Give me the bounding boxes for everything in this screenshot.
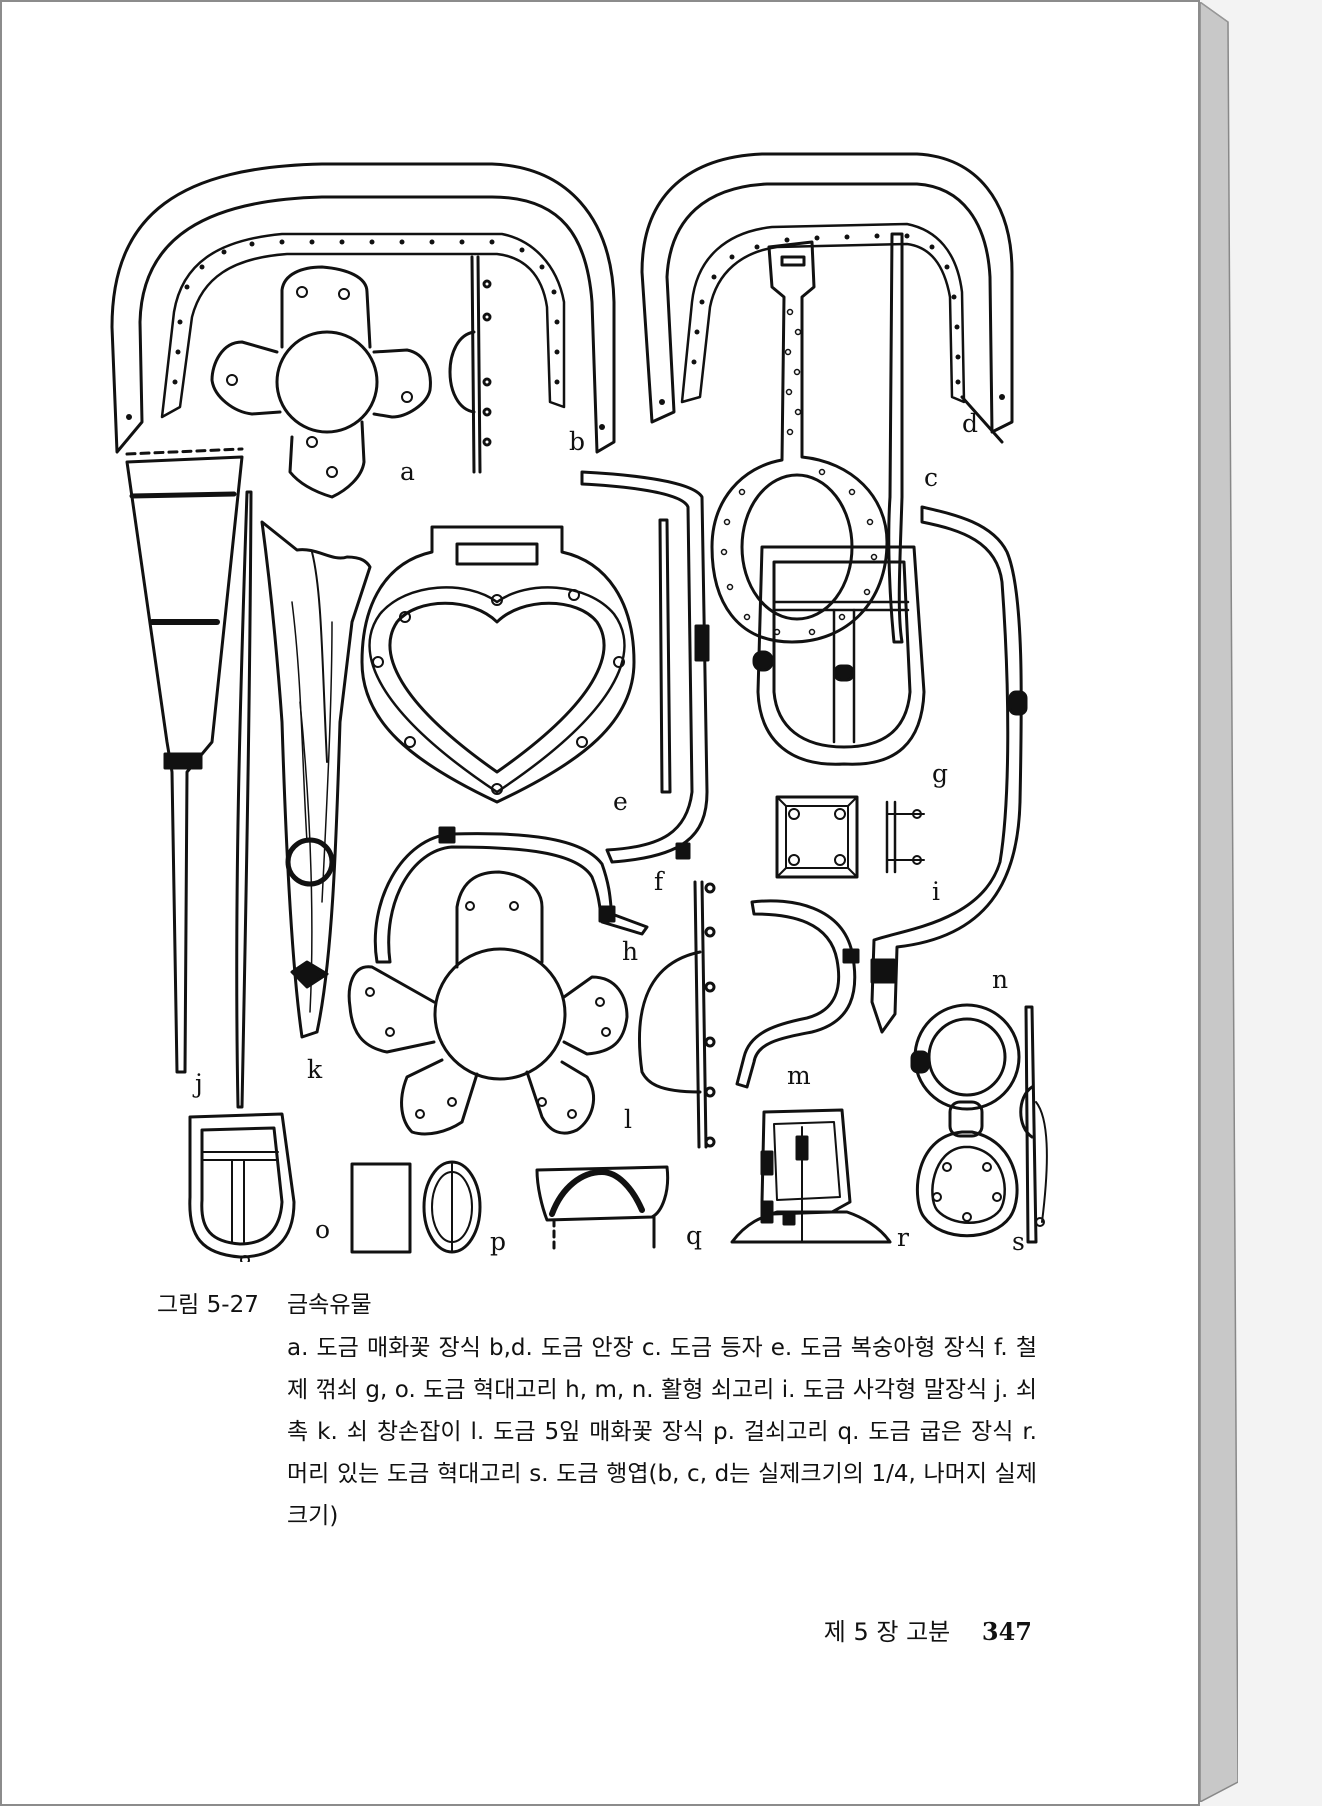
saddle-d-rivets (659, 233, 1005, 405)
book-page: a b c d e f g h i j k l m n o p q r s (0, 0, 1200, 1806)
stirrup-c-profile (887, 232, 904, 644)
headed-buckle-r-drawing (910, 1003, 1021, 1238)
five-petal-ornament-l-drawing (347, 870, 629, 1136)
page-stack-edge (1199, 0, 1239, 1804)
saddle-d-drawing (640, 152, 1014, 444)
page-number: 347 (981, 1617, 1032, 1646)
hook-n-drawing (870, 505, 1028, 1034)
label-c: c (924, 463, 938, 492)
rod-j-drawing (235, 490, 253, 1109)
label-i: i (932, 877, 940, 906)
headed-buckle-front-drawing (730, 1108, 892, 1244)
label-r: r (897, 1223, 909, 1252)
peach-ornament-e-profile (658, 518, 672, 794)
belt-buckle-o-drawing (188, 1112, 296, 1262)
ornament-a-profile (448, 255, 492, 474)
four-petal-rivets (226, 286, 413, 478)
stirrup-c-dots (720, 308, 878, 636)
page-footer: 제 5 장 고분 347 (2, 1612, 1032, 1647)
label-b: b (569, 427, 585, 456)
clasp-p-drawing (350, 1160, 482, 1254)
label-e: e (613, 787, 628, 816)
five-petal-rivets (365, 901, 611, 1119)
arrowhead-j-drawing (125, 447, 244, 1074)
label-s: s (1012, 1227, 1025, 1256)
hook-h-drawing (373, 826, 649, 964)
label-g: g (932, 759, 948, 788)
figure-description: a. 도금 매화꽃 장식 b,d. 도금 안장 c. 도금 등자 e. 도금 복… (287, 1335, 1037, 1529)
label-p: p (490, 1227, 506, 1256)
figure-labels: a b c d e f g h i j k l m n o p q r s (192, 409, 1025, 1256)
pendant-s-drawing (1019, 1005, 1048, 1244)
label-n: n (992, 965, 1008, 994)
label-m: m (787, 1061, 811, 1090)
curved-ornament-q-drawing (535, 1165, 670, 1254)
figure-plate: a b c d e f g h i j k l m n o p q r s (2, 2, 1202, 1262)
label-f: f (654, 867, 665, 896)
saddle-b-rivets (126, 239, 605, 430)
four-petal-ornament-a (210, 265, 432, 499)
five-petal-ornament-l-profile (638, 880, 716, 1149)
label-a: a (400, 457, 415, 486)
label-k: k (307, 1055, 323, 1084)
stirrup-c-drawing (710, 240, 889, 644)
label-h: h (622, 937, 638, 966)
iron-staple-f-drawing (580, 470, 710, 864)
label-o: o (315, 1215, 330, 1244)
saddle-b-drawing (110, 162, 616, 454)
belt-buckle-g-drawing (752, 545, 926, 766)
peach-ornament-e-drawing (360, 525, 636, 804)
label-q: q (686, 1221, 702, 1250)
label-l: l (624, 1105, 632, 1134)
hook-m-drawing (735, 899, 860, 1089)
peach-ornament-rivets (372, 589, 625, 795)
label-d: d (962, 409, 978, 438)
square-ornament-i-drawing (775, 795, 925, 879)
figure-number: 그림 5-27 (157, 1292, 259, 1318)
chapter-title: 제 5 장 고분 (823, 1618, 951, 1646)
label-j: j (192, 1069, 203, 1098)
figure-title: 금속유물 (287, 1292, 372, 1318)
spear-handle-k-drawing (260, 520, 372, 1039)
